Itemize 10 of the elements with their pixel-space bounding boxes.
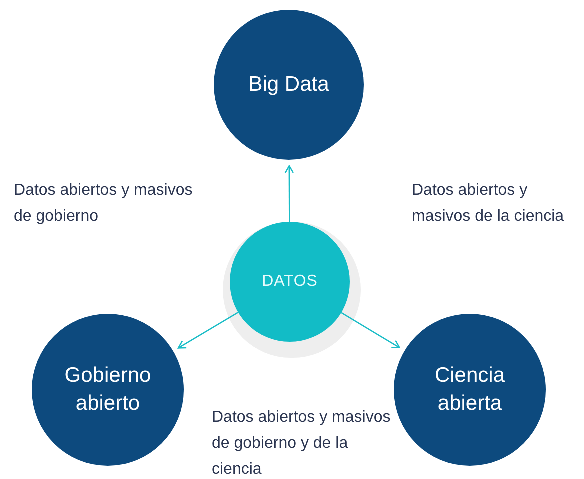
arrow (341, 312, 400, 348)
node-label: Gobierno abierto (64, 363, 152, 417)
arrow (178, 312, 239, 349)
node-label: Ciencia abierta (434, 363, 506, 417)
node-label: DATOS (262, 272, 318, 292)
annotation-text: Datos abiertos y masivos de gobierno y de la ciencia (212, 408, 392, 479)
arrow (284, 165, 294, 222)
annotation-text: Datos abiertos y masivos de gobierno (14, 181, 194, 227)
node-label: Big Data (248, 72, 330, 98)
annotation-text: Datos abiertos y masivos de la ciencia (412, 181, 566, 227)
